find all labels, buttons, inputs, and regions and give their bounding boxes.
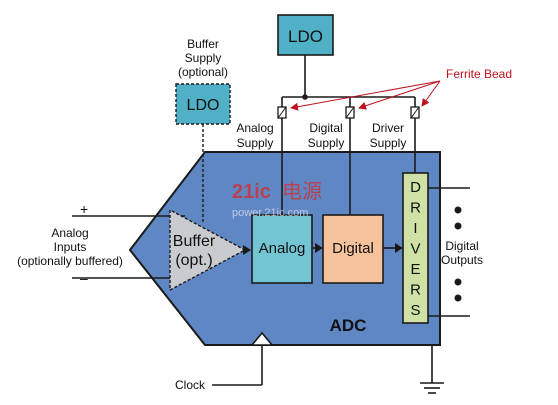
buffer-supply-label-3: (optional) [178, 65, 228, 79]
ldo-top-box [277, 14, 334, 56]
driver-supply-label-2: Supply [370, 136, 407, 150]
analog-inputs-label-3: (optionally buffered) [17, 254, 123, 268]
ferrite-bead-label: Ferrite Bead [446, 67, 512, 81]
analog-block [251, 214, 313, 284]
buffer-to-analog-arrow [243, 245, 251, 255]
driver-supply-label-1: Driver [372, 121, 404, 135]
drivers-letter: E [410, 261, 420, 278]
drivers-letter: I [413, 220, 417, 237]
analog-inputs-label-2: Inputs [54, 240, 87, 254]
watermark-brand: 21ic [232, 181, 271, 203]
analog-inputs-label-1: Analog [51, 226, 88, 240]
buffer-supply-label-1: Buffer [187, 37, 219, 51]
buffer-label-2: (opt.) [175, 252, 212, 269]
drivers-letter: S [410, 302, 420, 319]
ferrite-bead-digital-mark [345, 106, 355, 119]
ferrite-bead-analog-mark [277, 106, 287, 119]
buffer-label-1: Buffer [173, 233, 216, 250]
digital-supply-label-2: Supply [308, 136, 345, 150]
input-plus-sign: + [80, 201, 88, 217]
drivers-block [402, 172, 429, 324]
digital-to-drivers-arrow [395, 243, 403, 253]
drivers-letter: R [410, 200, 421, 217]
ldo-top-label: LDO [288, 27, 323, 46]
drivers-letter: D [410, 179, 421, 196]
output-dot-3 [454, 278, 462, 286]
ferrite-arrow-digital [358, 80, 441, 110]
analog-block-label: Analog [259, 240, 306, 257]
buffer-amplifier [169, 208, 247, 292]
digital-outputs-label-2: Outputs [441, 253, 483, 267]
buffer-ldo-box [175, 83, 231, 125]
ferrite-arrow-analog [290, 80, 441, 111]
buffer-supply-label-2: Supply [185, 51, 222, 65]
output-dot-2 [454, 222, 462, 230]
digital-outputs-label-1: Digital [445, 239, 478, 253]
analog-supply-label-2: Supply [237, 136, 274, 150]
digital-supply-label-1: Digital [309, 121, 342, 135]
digital-block-label: Digital [332, 240, 374, 257]
drivers-letter: R [410, 282, 421, 299]
drivers-letter: V [410, 241, 420, 258]
clock-label: Clock [175, 378, 206, 392]
analog-to-digital-arrow [315, 243, 323, 253]
input-minus-sign: – [80, 270, 88, 286]
analog-supply-label-1: Analog [236, 121, 273, 135]
ferrite-arrow-driver [421, 80, 441, 107]
output-dot-4 [454, 294, 462, 302]
output-dot-1 [454, 206, 462, 214]
adc-label: ADC [330, 316, 367, 335]
ferrite-bead-driver-mark [410, 106, 420, 119]
ground-icon [420, 382, 444, 394]
buffer-ldo-label: LDO [187, 97, 220, 114]
watermark-url: power.21ic.com [232, 207, 308, 219]
watermark-cn: 电源 [282, 180, 322, 203]
digital-block [322, 214, 384, 284]
